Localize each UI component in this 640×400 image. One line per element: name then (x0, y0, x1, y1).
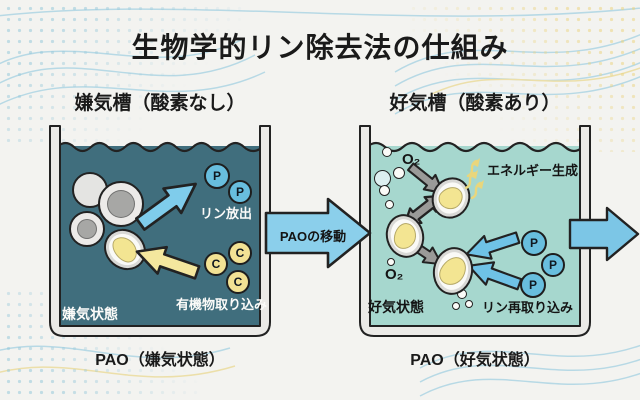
oxygen-bubble (379, 185, 390, 196)
outflow-arrow (568, 206, 640, 262)
carbon-letter: C (235, 246, 245, 260)
carbon-particle: C (226, 270, 250, 294)
oxygen-bubble (393, 167, 405, 179)
carbon-particle: C (204, 252, 228, 276)
oxygen-bubble (387, 258, 395, 266)
phosphorus-particle: P (541, 253, 565, 277)
page-title: 生物学的リン除去法の仕組み (131, 32, 509, 63)
aerobic-state-label: 好気状態 (368, 299, 424, 315)
phosphorus-release-arrow (135, 182, 197, 231)
release-label: リン放出 (200, 206, 253, 221)
o2-label-top: O₂ (402, 151, 421, 168)
poly-p-granule (107, 190, 135, 218)
carbon-particle: C (228, 241, 252, 265)
anaerobic-caption: PAO（嫌気状態） (95, 352, 225, 369)
phosphorus-letter: P (529, 236, 538, 250)
energy-label: エネルギー生成 (487, 163, 579, 178)
o2-label-bottom: O₂ (385, 266, 404, 283)
oxygen-bubble (452, 302, 460, 310)
pao-transfer-arrow (264, 197, 372, 269)
phosphorus-uptake-arrow (467, 261, 523, 291)
pao-microbe-poly-p (98, 181, 144, 227)
phosphorus-letter: P (235, 185, 244, 199)
carbon-letter: C (211, 257, 221, 271)
phosphorus-particle: P (204, 163, 230, 189)
oxygen-bubble (465, 300, 473, 308)
phosphorus-uptake-arrow (465, 231, 521, 260)
anaerobic-state-label: 嫌気状態 (62, 306, 118, 322)
transfer-label: PAOの移動 (279, 229, 347, 244)
water-surface-wave (56, 141, 264, 154)
poly-p-granule (77, 219, 97, 239)
aerobic-tank-header: 好気槽（酸素あり） (389, 93, 561, 114)
phosphorus-particle: P (521, 230, 547, 256)
energy-squiggle-arrows (464, 158, 484, 200)
phosphorus-letter: P (548, 258, 557, 272)
aerobic-caption: PAO（好気状態） (410, 352, 540, 369)
anaerobic-tank-header: 嫌気槽（酸素なし） (74, 93, 246, 114)
phosphorus-particle: P (520, 272, 546, 298)
carbon-letter: C (233, 275, 243, 289)
phosphorus-letter: P (212, 169, 221, 183)
uptake-label: 有機物取り込み (176, 297, 268, 312)
oxygen-bubble (385, 200, 394, 209)
pao-microbe-poly-p (69, 211, 105, 247)
phosphorus-letter: P (528, 278, 537, 292)
reuptake-label: リン再取り込み (482, 300, 574, 315)
oxygen-bubble (382, 147, 392, 157)
phosphorus-particle: P (228, 180, 252, 204)
organics-uptake-arrow (135, 245, 201, 280)
